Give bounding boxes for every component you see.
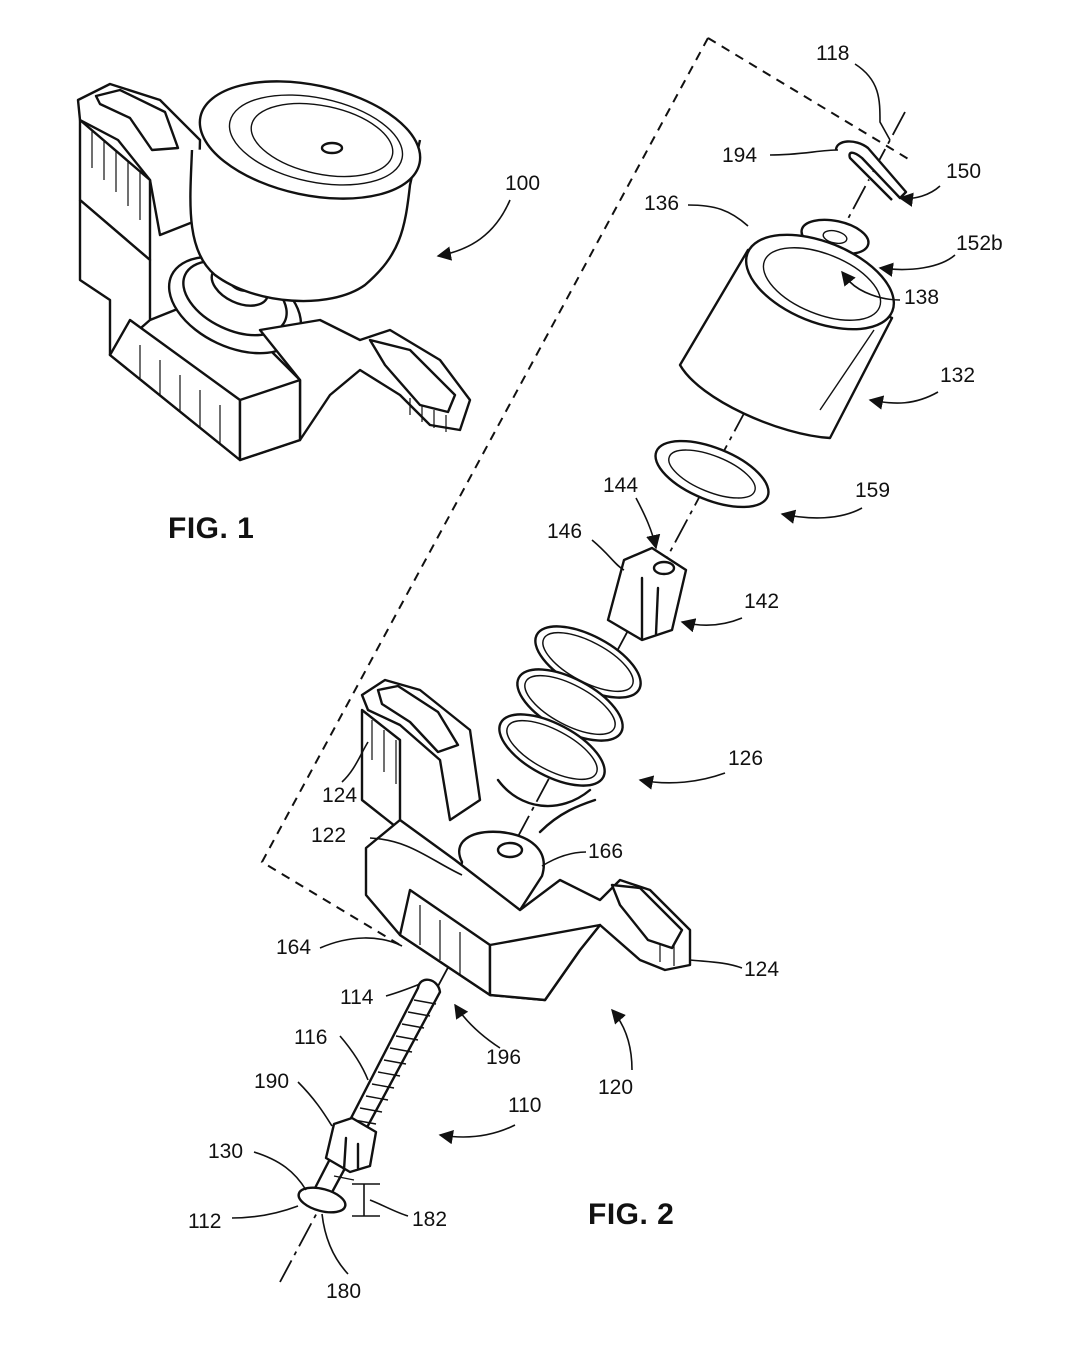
ref-136: 136 [644,192,679,215]
fig1-cap-hole [320,141,344,155]
fig1-right-arm-hatching [409,398,447,432]
ref-152b: 152b [956,232,1003,255]
ref-138: 138 [904,286,939,309]
fig2-hex-nut-190 [324,1116,378,1174]
ref-124-lower: 124 [744,958,779,981]
ref-120: 120 [598,1076,633,1099]
ref-196: 196 [486,1046,521,1069]
ref-166: 166 [588,840,623,863]
ref-118: 118 [816,42,849,65]
ref-190: 190 [254,1070,289,1093]
fig2-coil-spring-126 [496,625,642,834]
fig1-assembled-device [76,80,472,462]
fig2-bolt-threads [333,999,437,1181]
ref-110: 110 [508,1094,541,1117]
ref-144: 144 [603,474,638,497]
fig2-clip-pin [834,140,908,201]
fig2-bolt-head [297,1186,347,1214]
ref-146: 146 [547,520,582,543]
fig1-cap-top [198,80,422,200]
leader-lines [231,63,956,1275]
ref-132: 132 [940,364,975,387]
fig2-dashed-boundary [260,37,911,946]
ref-164: 164 [276,936,311,959]
fig2-carriage-bolt-110 [297,978,442,1217]
ref-100: 100 [505,172,540,195]
ref-114: 114 [340,986,374,1009]
ref-126: 126 [728,747,763,770]
ref-122: 122 [311,824,346,847]
fig1-label: FIG. 1 [168,512,255,545]
fig1-body-hatching [139,345,221,444]
fig2-label: FIG. 2 [588,1198,675,1231]
fig2-washer-159 [654,439,770,509]
fig1-right-arm [258,318,472,442]
ref-159: 159 [855,479,890,502]
ref-180: 180 [326,1280,361,1303]
fig2-cap-132 [678,233,896,440]
ref-124-upper: 124 [322,784,357,807]
ref-182: 182 [412,1208,447,1231]
ref-150: 150 [946,160,981,183]
reference-numerals: 100 118 194 150 136 152b 138 132 159 144… [188,42,1003,1303]
ref-112: 112 [188,1210,221,1233]
fig2-base-120 [360,678,692,1002]
fig1-left-arm-hatching [91,130,141,220]
ref-130: 130 [208,1140,243,1163]
ref-116: 116 [294,1026,327,1049]
ref-142: 142 [744,590,779,613]
fig2-hex-nut-142 [606,546,688,642]
ref-194: 194 [722,144,757,167]
